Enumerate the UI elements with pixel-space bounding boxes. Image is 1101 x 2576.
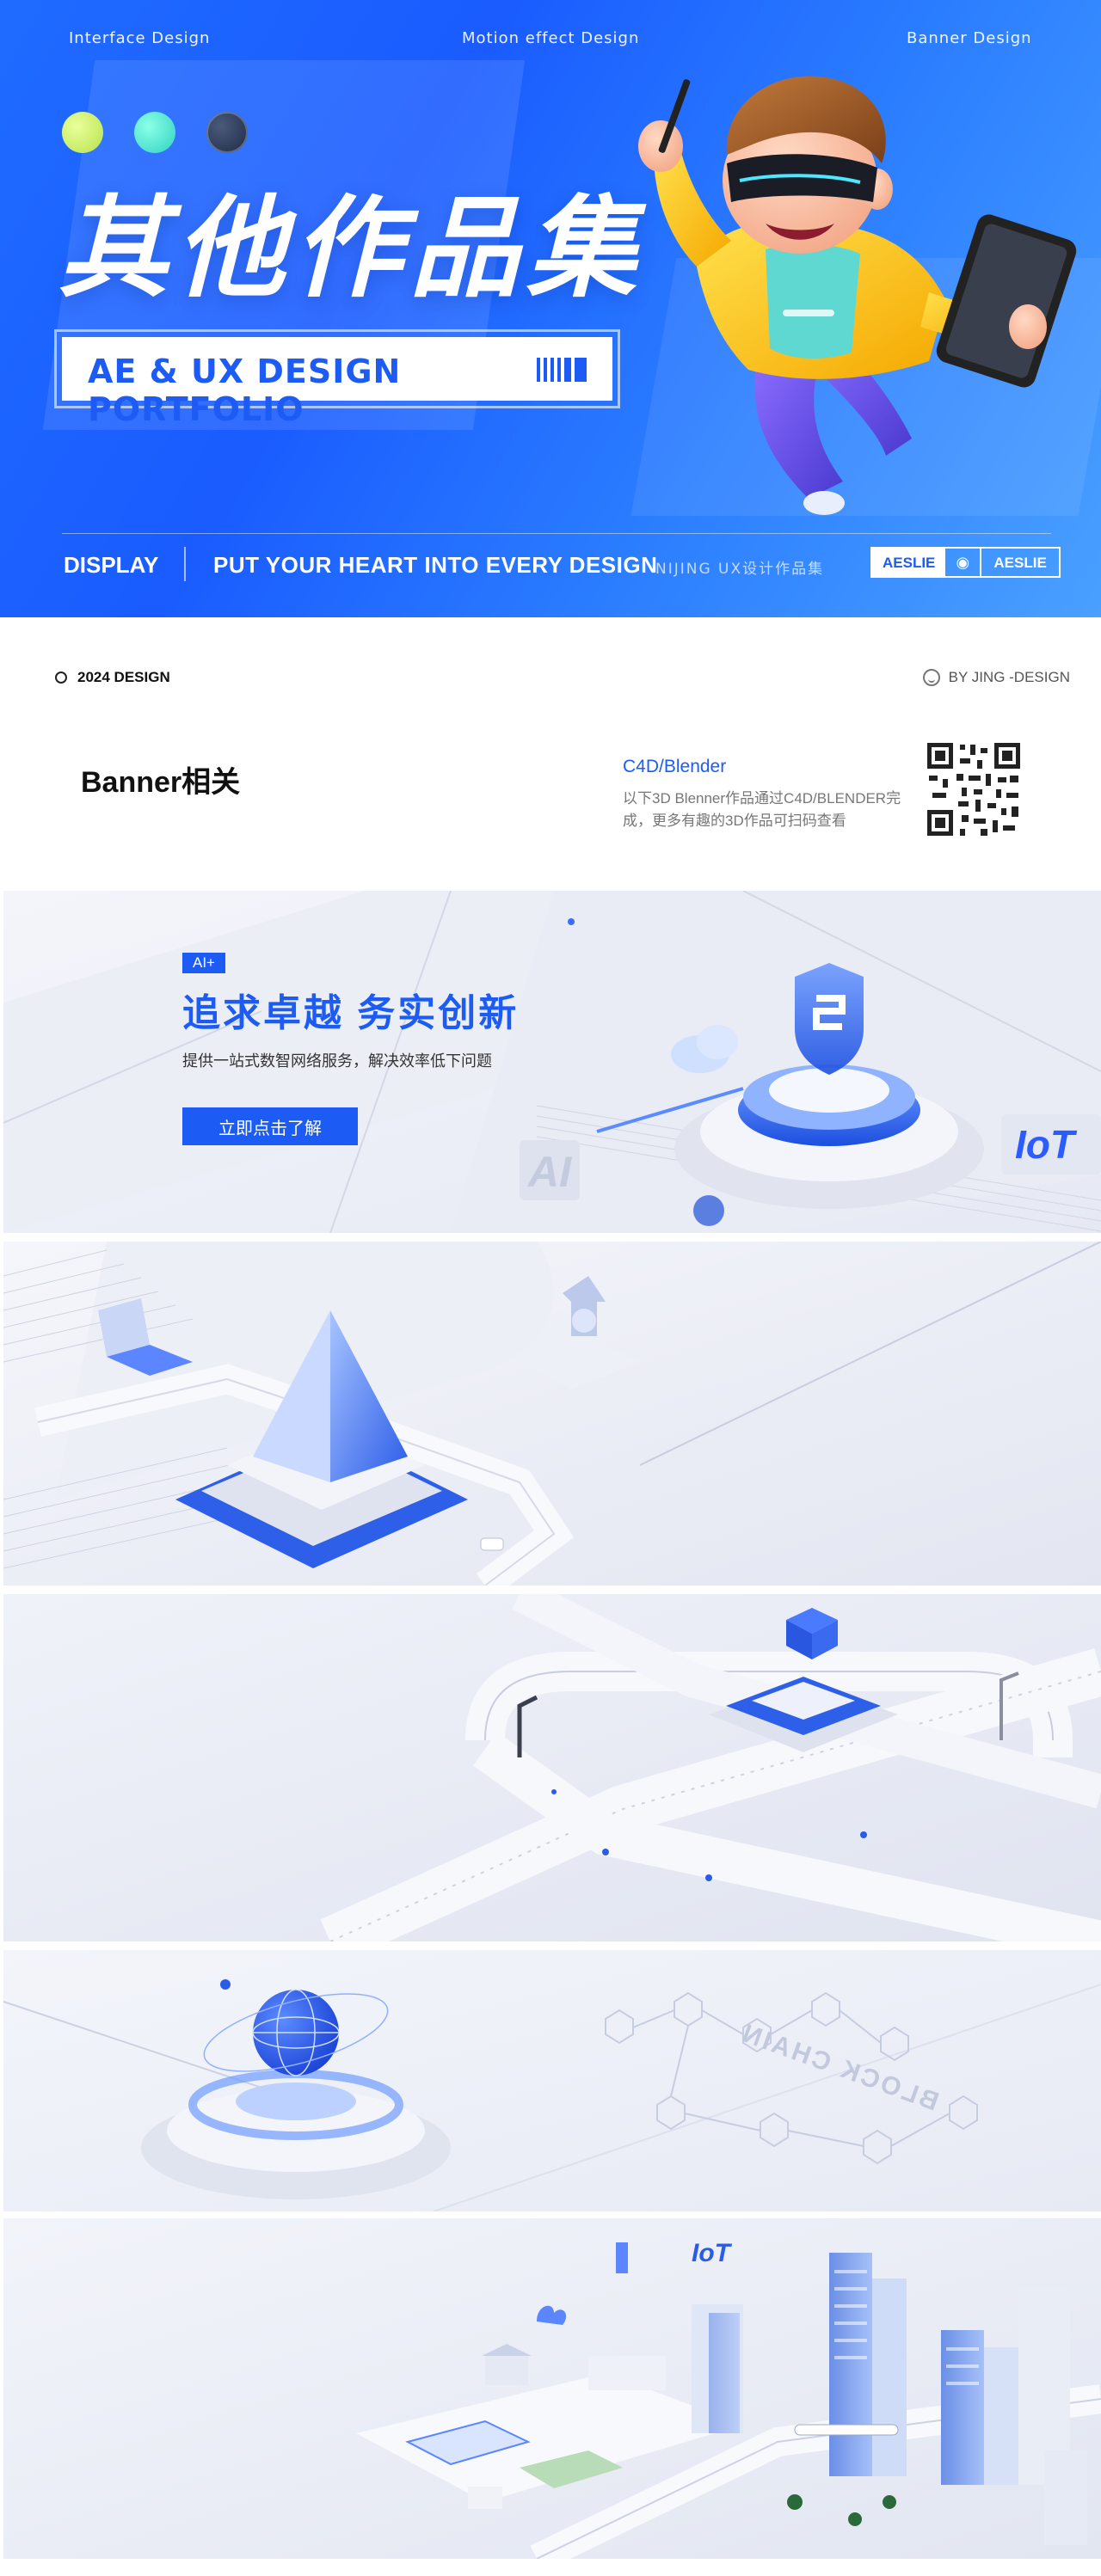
hero-divider	[62, 533, 1051, 534]
banner-1-scene	[3, 891, 1101, 1233]
portfolio-label: AE & UX DESIGN PORTFOLIO	[88, 353, 402, 428]
banner-ai-plus: AI+ 追求卓越 务实创新 提供一站式数智网络服务，解决效率低下问题 立即点击了…	[3, 891, 1101, 1233]
circle-icon	[55, 672, 67, 684]
author-label: BY JING -DESIGN	[948, 669, 1070, 685]
learn-more-button[interactable]: 立即点击了解	[182, 1107, 358, 1145]
ai-plus-tag: AI+	[182, 953, 225, 973]
slogan: PUT YOUR HEART INTO EVERY DESIGN	[213, 552, 658, 578]
portfolio-subtitle: NIJING UX设计作品集	[655, 561, 825, 578]
badge-right-label: AESLIE	[980, 549, 1058, 576]
iot-letters: IoT	[1015, 1122, 1074, 1167]
banner-5-scene	[3, 2218, 1101, 2559]
info-section: 2024 DESIGN BY JING -DESIGN Banner相关 C4D…	[0, 617, 1101, 886]
section-description: 以下3D Blenner作品通过C4D/BLENDER完成，更多有趣的3D作品可…	[623, 790, 901, 829]
nav-motion-design[interactable]: Motion effect Design	[462, 29, 640, 47]
vr-character-illustration	[638, 76, 1077, 515]
banner-3-scene	[3, 1594, 1101, 1941]
badge-left-label: AESLIE	[872, 549, 946, 576]
nav-banner-design[interactable]: Banner Design	[907, 29, 1032, 47]
qr-code-icon[interactable]	[924, 739, 1024, 839]
banner-2-scene	[3, 1242, 1101, 1585]
dot-lime	[62, 112, 103, 153]
tool-label: C4D/Blender	[623, 757, 727, 776]
barcode-icon	[537, 358, 590, 382]
top-nav: Interface Design Motion effect Design Ba…	[0, 29, 1101, 50]
hero-title: 其他作品集	[58, 185, 644, 313]
year-label: 2024 DESIGN	[77, 669, 170, 685]
banner-blockchain: BLOCK CHAIN	[3, 1950, 1101, 2211]
year-label-row: 2024 DESIGN	[55, 669, 170, 686]
banner-smart-city: IoT	[3, 2218, 1101, 2559]
portfolio-label-box: AE & UX DESIGN PORTFOLIO	[54, 329, 620, 428]
hero-bottom-bar: DISPLAY PUT YOUR HEART INTO EVERY DESIGN…	[0, 547, 1101, 581]
display-label: DISPLAY	[64, 552, 159, 578]
dot-navy	[206, 112, 248, 153]
nav-interface-design[interactable]: Interface Design	[69, 29, 211, 47]
banner-roads	[3, 1594, 1101, 1941]
iot-label: IoT	[692, 2239, 730, 2267]
dot-teal	[134, 112, 175, 153]
banner-1-subtitle: 提供一站式数智网络服务，解决效率低下问题	[182, 1052, 492, 1070]
banner-1-title: 追求卓越 务实创新	[182, 992, 520, 1034]
banner-4-scene	[3, 1950, 1101, 2211]
author-badge[interactable]: AESLIE ◉ AESLIE	[870, 547, 1061, 578]
author-row: BY JING -DESIGN	[922, 669, 1070, 686]
bottom-separator	[184, 547, 186, 581]
robot-icon: ◉	[956, 553, 970, 571]
hero-banner: Interface Design Motion effect Design Ba…	[0, 0, 1101, 617]
smile-icon	[922, 669, 940, 686]
banner-pyramid	[3, 1242, 1101, 1585]
section-heading: Banner相关	[81, 766, 241, 799]
ai-letters: AI	[528, 1148, 571, 1196]
